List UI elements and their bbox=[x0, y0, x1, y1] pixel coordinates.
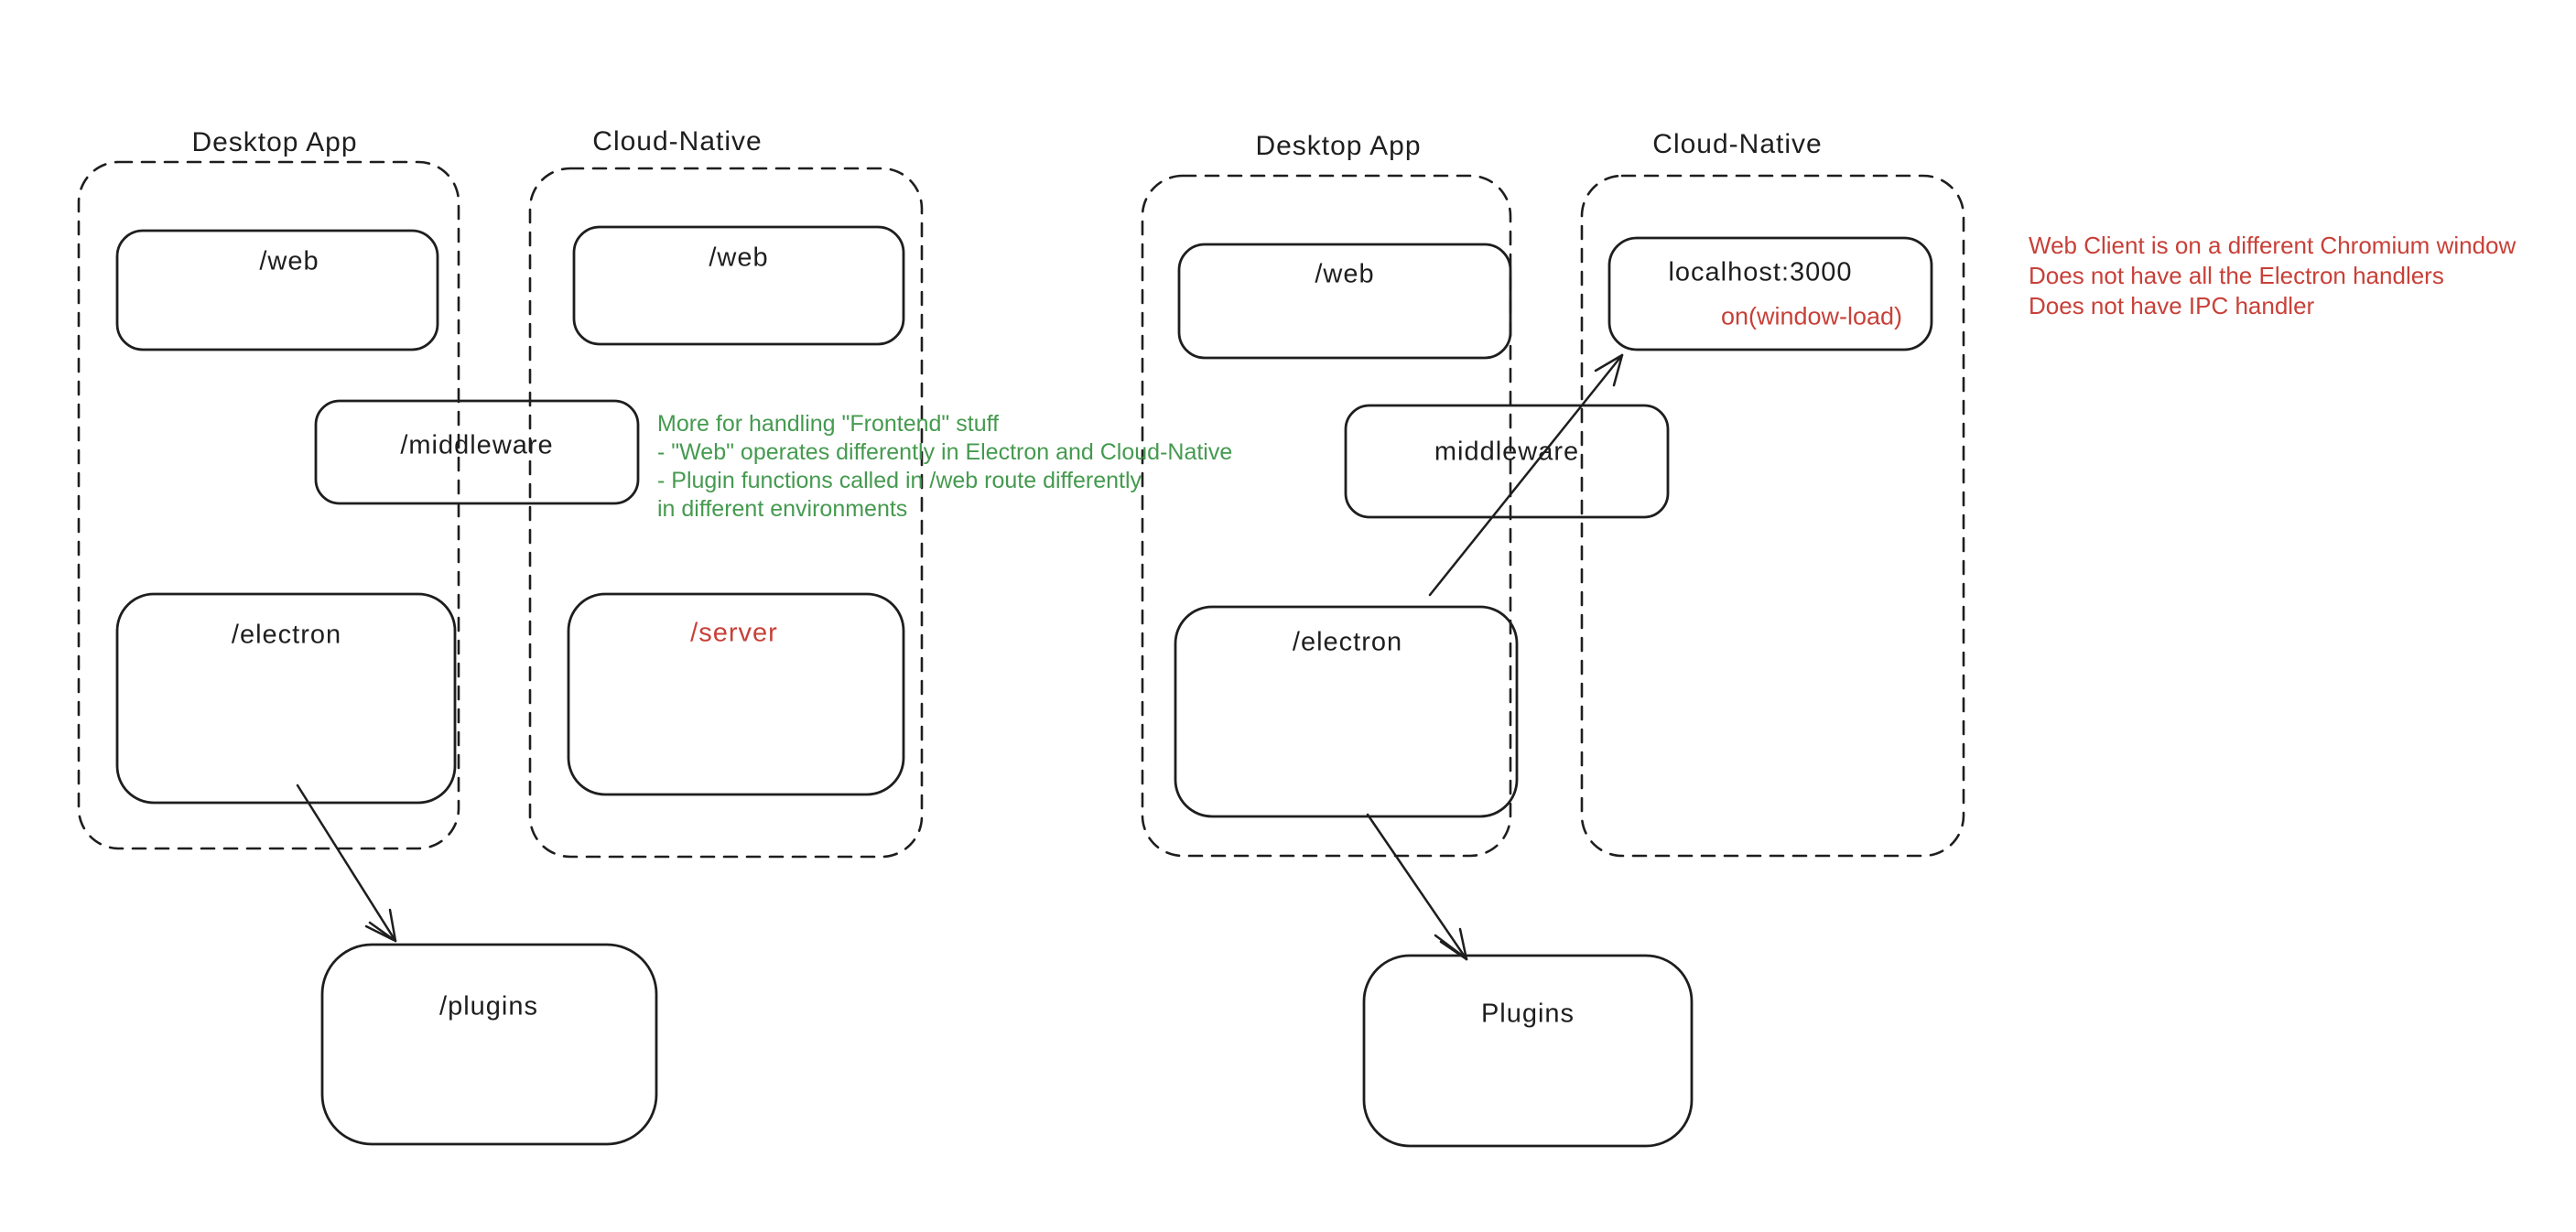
left-plugins-label: /plugins bbox=[439, 991, 538, 1021]
right-cloud-native-title: Cloud-Native bbox=[1652, 129, 1823, 159]
arrow-electron-to-plugins-right bbox=[1366, 813, 1468, 961]
red-annotation: Web Client is on a different Chromium wi… bbox=[2029, 231, 2516, 321]
left-desktop-app-title: Desktop App bbox=[191, 127, 358, 157]
left-server-label: /server bbox=[690, 618, 778, 648]
right-plugins-label: Plugins bbox=[1480, 999, 1575, 1029]
left-electron-box bbox=[115, 592, 457, 805]
green-annotation-line: - "Web" operates differently in Electron… bbox=[657, 439, 1233, 465]
right-middleware-box bbox=[1344, 404, 1670, 519]
green-annotation-line: in different environments bbox=[657, 496, 908, 522]
right-electron-label: /electron bbox=[1292, 627, 1403, 657]
left-web-cloud-box bbox=[572, 225, 905, 346]
left-web-desktop-box bbox=[115, 229, 439, 351]
right-localhost-event-label: on(window-load) bbox=[1720, 302, 1903, 330]
left-server-box bbox=[567, 592, 905, 796]
right-web-label: /web bbox=[1315, 259, 1375, 289]
red-annotation-line: Does not have all the Electron handlers bbox=[2029, 262, 2444, 289]
left-web-desktop-label: /web bbox=[259, 246, 319, 276]
left-cloud-native-container bbox=[528, 167, 924, 859]
right-plugins-box bbox=[1362, 954, 1694, 1148]
left-electron-label: /electron bbox=[231, 620, 342, 650]
right-middleware-label: middleware bbox=[1434, 437, 1580, 467]
right-web-box bbox=[1177, 243, 1512, 360]
right-electron-box bbox=[1174, 605, 1519, 818]
green-annotation-line: More for handling "Frontend" stuff bbox=[657, 411, 1000, 437]
arrow-electron-to-localhost bbox=[1428, 353, 1624, 597]
right-localhost-label: localhost:3000 bbox=[1668, 257, 1853, 287]
left-desktop-app-container bbox=[77, 160, 460, 850]
right-desktop-app-container bbox=[1141, 174, 1512, 858]
left-cloud-native-title: Cloud-Native bbox=[592, 126, 763, 157]
left-middleware-box bbox=[314, 399, 640, 505]
green-annotation: More for handling "Frontend" stuff - "We… bbox=[657, 410, 1232, 524]
right-desktop-app-title: Desktop App bbox=[1255, 131, 1422, 161]
green-annotation-line: - Plugin functions called in /web route … bbox=[657, 468, 1142, 493]
right-cloud-native-container bbox=[1580, 174, 1965, 858]
red-annotation-line: Web Client is on a different Chromium wi… bbox=[2029, 232, 2516, 259]
arrow-electron-to-plugins-left bbox=[296, 784, 397, 943]
left-web-cloud-label: /web bbox=[709, 243, 769, 273]
red-annotation-line: Does not have IPC handler bbox=[2029, 292, 2315, 319]
left-plugins-box bbox=[320, 943, 658, 1146]
right-localhost-box bbox=[1607, 236, 1933, 351]
left-middleware-label: /middleware bbox=[400, 430, 554, 460]
